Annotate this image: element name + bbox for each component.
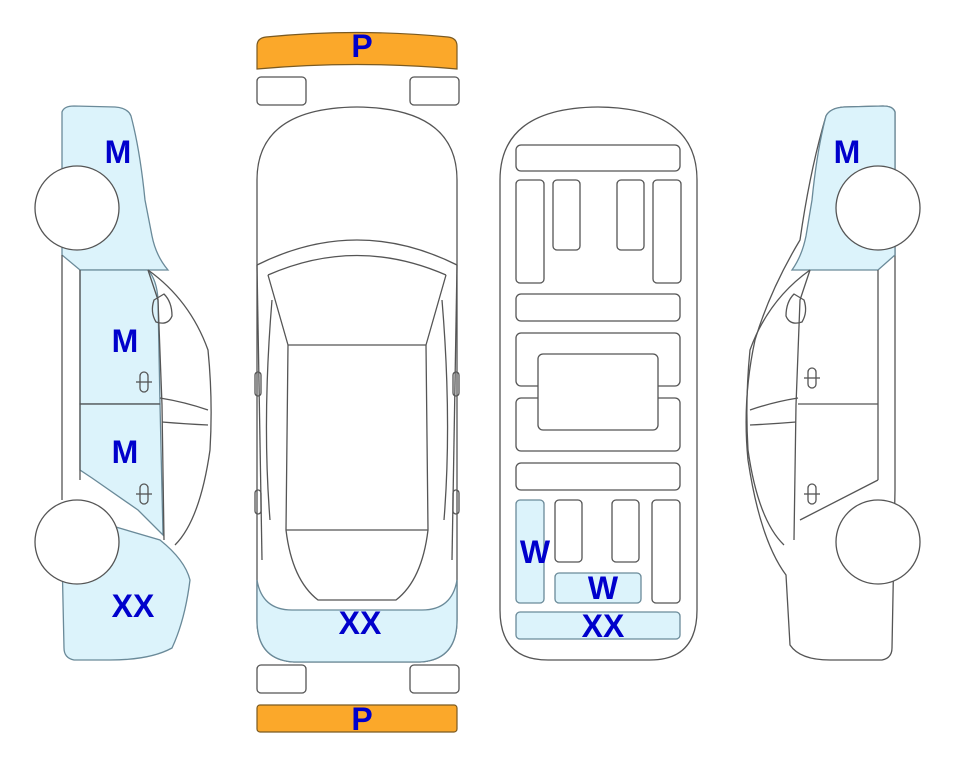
front-right-light[interactable]	[409, 76, 460, 106]
underbody-rear-left-label: W	[520, 534, 551, 570]
left-front-door-label: M	[112, 323, 139, 359]
underbody-rear-center-label: W	[588, 570, 619, 606]
left-rear-wheel[interactable]	[34, 499, 120, 585]
left-front-wheel[interactable]	[34, 165, 120, 251]
underbody-view: W W XX	[499, 106, 698, 661]
left-rear-door-handle	[136, 483, 152, 505]
left-rear-quarter-label: XX	[112, 588, 155, 624]
right-rear-door-handle	[804, 483, 820, 505]
rear-bumper-label: P	[351, 701, 372, 737]
left-front-fender-label: M	[105, 134, 132, 170]
left-front-door-handle	[136, 371, 152, 393]
left-rear-door-label: M	[112, 434, 139, 470]
front-bumper[interactable]	[256, 31, 458, 70]
right-rear-wheel[interactable]	[835, 499, 921, 585]
top-view: XX	[254, 106, 460, 663]
left-side-view: M M M XX	[34, 105, 212, 661]
underbody-rear-bottom-label: XX	[582, 608, 625, 644]
rear-bumper[interactable]	[256, 704, 458, 733]
front-bumper-group: P	[256, 28, 460, 106]
top-rear-panel-label: XX	[339, 605, 382, 641]
rear-left-light[interactable]	[256, 664, 307, 694]
rear-bumper-group: P	[256, 664, 460, 737]
right-front-door-handle	[804, 367, 820, 389]
underbody-rear-left[interactable]	[515, 499, 545, 604]
right-front-wheel[interactable]	[835, 165, 921, 251]
underbody-rear-bottom[interactable]	[515, 611, 681, 640]
right-front-fender-label: M	[834, 134, 861, 170]
front-left-light[interactable]	[256, 76, 307, 106]
left-rear-door[interactable]	[79, 403, 164, 537]
front-bumper-label: P	[351, 28, 372, 64]
rear-right-light[interactable]	[409, 664, 460, 694]
right-side-view: M	[745, 105, 921, 661]
underbody-rear-center[interactable]	[554, 572, 642, 604]
top-rear-panel[interactable]	[256, 579, 458, 663]
